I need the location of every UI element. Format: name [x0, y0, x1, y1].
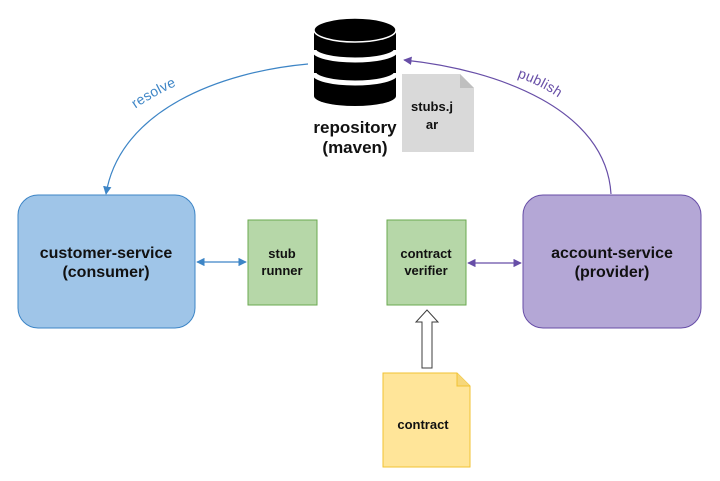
stub-runner-label-line2: runner	[261, 263, 302, 278]
contract-verifier-node: contract verifier	[386, 219, 467, 306]
repository-title: repository	[313, 118, 397, 137]
provider-service-node: account-service (provider)	[522, 194, 702, 329]
contract-label: contract	[397, 417, 449, 432]
stubs-jar-label-line1: stubs.j	[411, 99, 453, 114]
consumer-service-node: customer-service (consumer)	[17, 194, 196, 329]
database-icon	[311, 17, 399, 106]
provider-service-name: account-service	[551, 245, 673, 262]
stubs-jar-file: stubs.j ar	[402, 74, 474, 152]
repository-subtitle: (maven)	[322, 138, 387, 157]
stub-runner-label-line1: stub	[268, 246, 296, 261]
resolve-edge	[103, 63, 309, 195]
publish-label: publish	[516, 65, 566, 100]
contract-file: contract	[382, 372, 471, 468]
publish-edge	[403, 56, 612, 195]
provider-service-role: (provider)	[575, 264, 650, 281]
contract-verifier-label-line2: verifier	[404, 263, 447, 278]
consumer-service-name: customer-service	[40, 245, 173, 262]
consumer-service-role: (consumer)	[62, 264, 149, 281]
contract-verifier-label-line1: contract	[400, 246, 452, 261]
contract-to-verifier-arrow	[414, 309, 440, 369]
stubs-jar-label-line2: ar	[426, 117, 438, 132]
stub-runner-node: stub runner	[247, 219, 318, 306]
